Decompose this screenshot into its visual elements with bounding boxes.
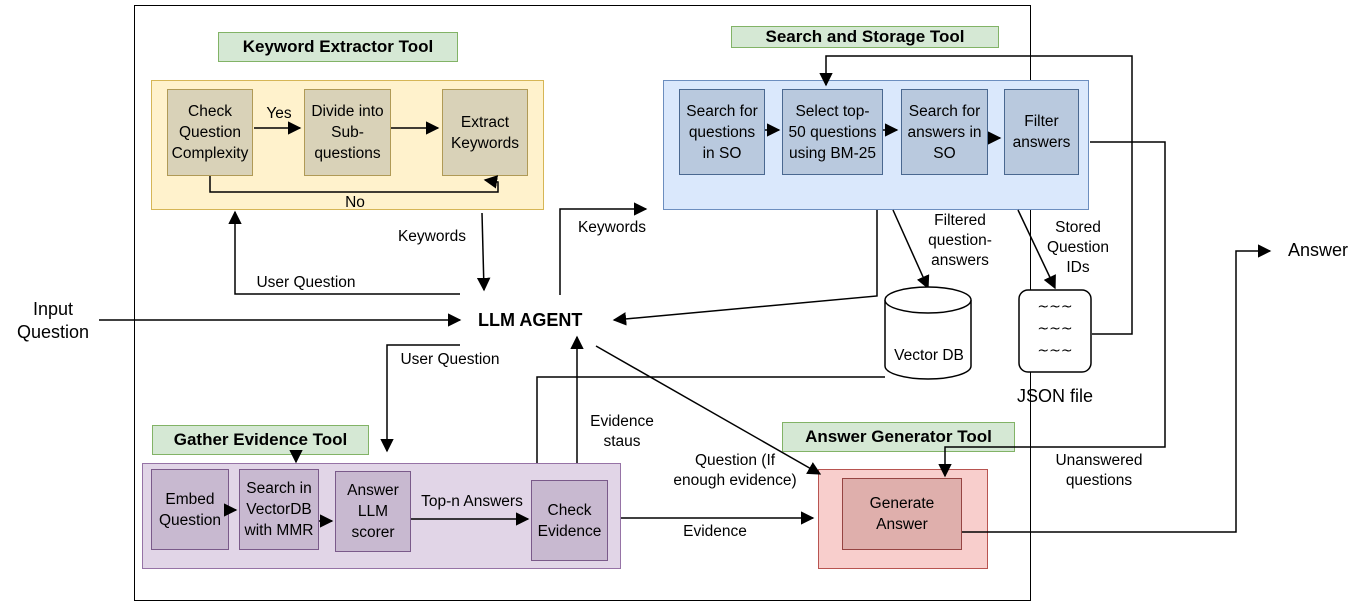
search-storage-title: Search and Storage Tool xyxy=(731,26,999,48)
evidence-label: Evidence xyxy=(683,523,747,540)
user-question-bottom-label: User Question xyxy=(400,351,500,368)
search-answers-box: Search for answers in SO xyxy=(901,89,988,175)
generate-answer-box: Generate Answer xyxy=(842,478,962,550)
top-n-answers-label: Top-n Answers xyxy=(421,493,523,510)
evidence-status-label: Evidence staus xyxy=(590,413,654,450)
vector-db-cylinder xyxy=(884,286,972,380)
stored-ids-label: Stored Question IDs xyxy=(1046,219,1110,276)
filter-answers-box: Filter answers xyxy=(1004,89,1079,175)
input-question-label: Input Question xyxy=(16,299,90,342)
check-evidence-box: Check Evidence xyxy=(531,480,608,561)
keywords-out-label: Keywords xyxy=(577,219,647,236)
json-file-label: JSON file xyxy=(1016,386,1094,406)
extract-keywords-box: Extract Keywords xyxy=(442,89,528,176)
keyword-extractor-title: Keyword Extractor Tool xyxy=(218,32,458,62)
gather-evidence-title: Gather Evidence Tool xyxy=(152,425,369,455)
llm-agent-label: LLM AGENT xyxy=(478,310,583,330)
search-vectordb-box: Search in VectorDB with MMR xyxy=(239,469,319,550)
embed-question-box: Embed Question xyxy=(151,469,229,550)
json-file-contents: ~~~ ~~~ ~~~ xyxy=(1037,299,1073,359)
divide-subquestions-box: Divide into Sub- questions xyxy=(304,89,391,176)
answer-output-label: Answer xyxy=(1287,240,1349,260)
question-if-evidence-label: Question (If enough evidence) xyxy=(673,452,797,489)
unanswered-questions-label: Unanswered questions xyxy=(1055,452,1143,489)
select-top50-box: Select top- 50 questions using BM-25 xyxy=(782,89,883,175)
json-file-document xyxy=(1018,289,1092,373)
search-questions-box: Search for questions in SO xyxy=(679,89,765,175)
vector-db-label: Vector DB xyxy=(894,347,964,364)
answer-llm-scorer-box: Answer LLM scorer xyxy=(335,471,411,552)
user-question-top-label: User Question xyxy=(256,274,356,291)
check-complexity-box: Check Question Complexity xyxy=(167,89,253,176)
no-label: No xyxy=(345,194,365,211)
yes-label: Yes xyxy=(266,105,292,122)
filtered-qa-label: Filtered question- answers xyxy=(928,212,992,269)
keywords-in-label: Keywords xyxy=(397,228,467,245)
